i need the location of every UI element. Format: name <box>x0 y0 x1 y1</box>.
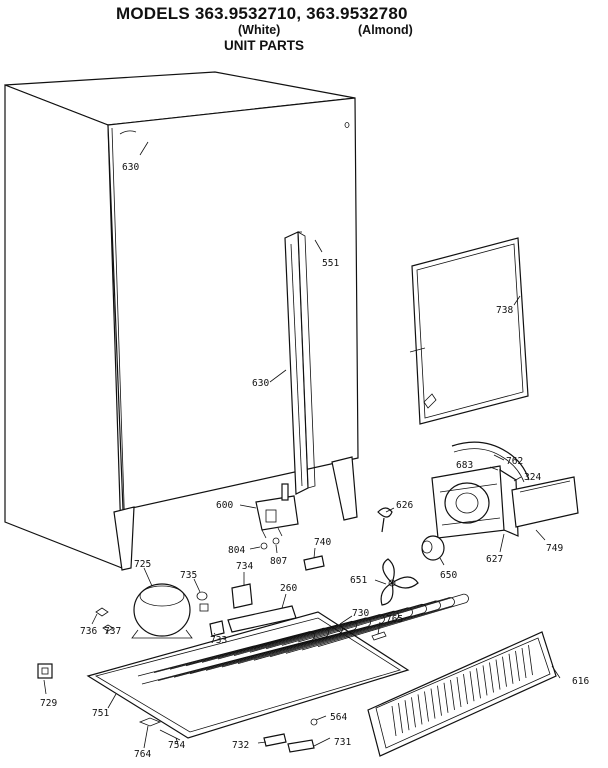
condenser-coil <box>137 593 469 685</box>
bracket-764 <box>138 717 162 727</box>
callout-734: 734 <box>236 561 253 572</box>
grille-louver <box>515 650 520 681</box>
callout-730: 730 <box>352 608 369 619</box>
coil-pass <box>313 593 469 647</box>
screw-807 <box>272 537 280 545</box>
grille-louver <box>521 647 527 679</box>
callout-630-door: 630 <box>122 162 139 173</box>
fan-blade <box>380 558 419 606</box>
callout-736: 736 <box>80 626 97 637</box>
coil-pass <box>281 600 441 654</box>
defrost-timer <box>255 483 299 539</box>
grille-louver <box>430 688 436 719</box>
grille-louver <box>411 697 416 728</box>
grille-louver <box>417 694 423 725</box>
fan-bracket <box>511 476 579 528</box>
callout-733: 733 <box>210 635 227 646</box>
grille-louver <box>456 676 462 708</box>
grille-louver <box>508 653 514 684</box>
callout-749: 749 <box>546 543 563 554</box>
coil-pass <box>201 617 371 671</box>
fan-motor-bracket <box>377 507 393 533</box>
coil-pass <box>297 597 455 651</box>
variant-white-label: (White) <box>238 23 281 37</box>
fan-motor <box>421 535 445 561</box>
diagram-title: MODELS 363.9532710, 363.9532780 <box>116 4 408 23</box>
base-pan <box>86 611 410 739</box>
callout-807: 807 <box>270 556 287 567</box>
coil-pass <box>265 603 427 658</box>
grille-louver <box>482 665 488 696</box>
grille-louver <box>450 679 455 710</box>
coil-pass <box>249 607 413 661</box>
callout-260: 260 <box>280 583 297 594</box>
drain-tube <box>451 441 530 481</box>
callout-737: 737 <box>104 626 121 637</box>
grille-louver <box>391 705 397 737</box>
unit-parts-subtitle: UNIT PARTS <box>224 38 304 53</box>
grille-louver <box>502 656 507 687</box>
callout-732: 732 <box>232 740 249 751</box>
callout-731: 731 <box>334 737 351 748</box>
grommet-735 <box>196 591 208 601</box>
callout-551: 551 <box>322 258 339 269</box>
callout-564: 564 <box>330 712 347 723</box>
grille-louver <box>528 645 533 676</box>
leader-lines <box>43 141 561 749</box>
rear-grille-louvers <box>391 645 533 737</box>
grommet-736 <box>95 607 109 617</box>
callout-630-channel: 630 <box>252 378 269 389</box>
callout-600: 600 <box>216 500 233 511</box>
callout-626: 626 <box>396 500 413 511</box>
fan-shroud <box>431 465 519 539</box>
callout-765: 765 <box>386 614 403 625</box>
rear-access-cover <box>367 631 557 757</box>
callout-650: 650 <box>440 570 457 581</box>
divider-channel <box>284 231 316 495</box>
callout-324: 324 <box>524 472 541 483</box>
grille-louver <box>469 671 475 702</box>
callout-804: 804 <box>228 545 245 556</box>
callout-725: 725 <box>134 559 151 570</box>
cabinet <box>4 71 359 571</box>
screw-564 <box>310 718 318 726</box>
callout-738: 738 <box>496 305 513 316</box>
callout-735: 735 <box>180 570 197 581</box>
callout-754: 754 <box>168 740 185 751</box>
grille-louver <box>476 668 481 699</box>
bracket-731 <box>287 739 315 753</box>
capacitor-729 <box>37 663 53 679</box>
grille-louver <box>404 700 410 731</box>
overload <box>209 620 225 637</box>
grille-louver <box>398 703 403 734</box>
relay <box>231 583 253 609</box>
door-gasket <box>409 237 529 425</box>
grille-louver <box>463 674 468 705</box>
grommet-737 <box>102 624 114 632</box>
callout-616: 616 <box>572 676 589 687</box>
callout-740: 740 <box>314 537 331 548</box>
clip-765 <box>371 631 387 641</box>
callout-627: 627 <box>486 554 503 565</box>
grille-louver <box>424 691 429 722</box>
bracket-732 <box>263 733 287 747</box>
callout-729: 729 <box>40 698 57 709</box>
grille-louver <box>489 662 494 693</box>
grille-louver <box>437 685 442 716</box>
grille-louver <box>495 659 501 690</box>
callout-labels: 630 551 738 630 762 683 324 600 626 749 … <box>40 162 589 760</box>
callout-762: 762 <box>506 456 523 467</box>
variant-almond-label: (Almond) <box>358 23 413 37</box>
compressor <box>131 583 193 639</box>
callout-651: 651 <box>350 575 367 586</box>
callout-683: 683 <box>456 460 473 471</box>
screw-804 <box>260 542 268 550</box>
callout-764: 764 <box>134 749 151 760</box>
relay-cover <box>303 555 325 571</box>
grille-louver <box>443 682 449 713</box>
callout-751: 751 <box>92 708 109 719</box>
